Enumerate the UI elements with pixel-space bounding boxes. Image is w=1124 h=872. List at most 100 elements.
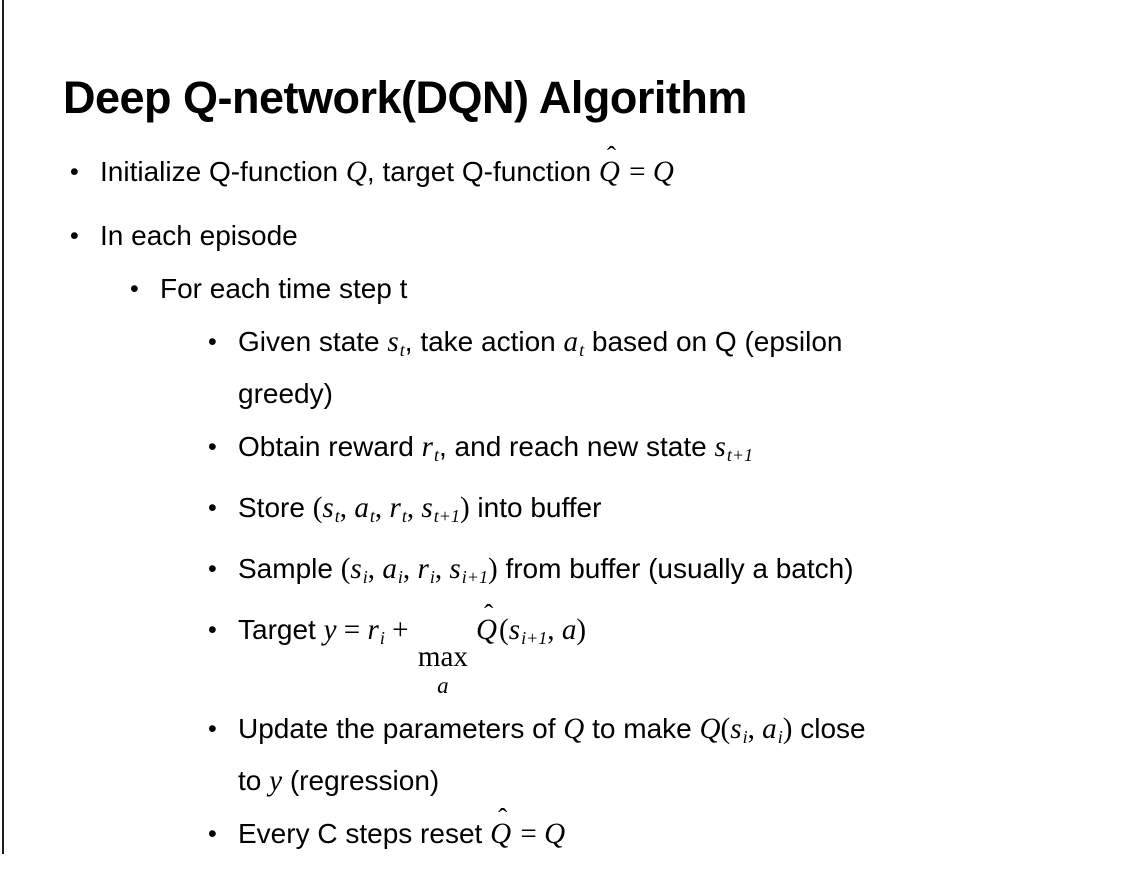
math-punct: , — [547, 614, 562, 647]
math-var-sub: ri — [417, 553, 435, 588]
text: to make — [584, 712, 700, 744]
text: , target Q-function — [366, 156, 599, 187]
bullet-dot: • — [130, 275, 139, 303]
list-item: •Sample (si, ai, ri, si+1) from buffer (… — [208, 547, 1095, 599]
list-item: • Given state st, take action at based on… — [208, 320, 1095, 416]
math-punct: , — [747, 712, 763, 745]
bullet-text: Update the parameters of Q to make Q(si,… — [238, 707, 1095, 803]
text: For each time step t — [160, 273, 408, 304]
slide-title: Deep Q-network(DQN) Algorithm — [63, 72, 747, 124]
math-var: Q — [652, 156, 674, 188]
list-item: •In each episode — [70, 214, 1095, 258]
math-punct: , — [434, 553, 450, 586]
math-var-sub: st — [387, 326, 405, 361]
math-var: Q — [475, 614, 498, 647]
math-punct: , — [406, 492, 422, 525]
math-punct: , — [402, 553, 418, 586]
text: Every C steps reset — [238, 817, 491, 849]
math-subscript: t+1 — [433, 506, 460, 527]
text: close — [792, 712, 866, 744]
operator-under: a — [437, 672, 449, 698]
math-subscript: t+1 — [726, 445, 754, 466]
text: (regression) — [282, 764, 440, 796]
bullet-dot: • — [70, 158, 79, 186]
math-punct: = — [513, 817, 545, 850]
math-punct: + — [384, 614, 416, 647]
math-punct: ) — [459, 492, 470, 525]
list-item: • Store (st, at, rt, st+1) into buffer — [208, 486, 1095, 538]
math-var: y — [269, 764, 283, 797]
bullet-text: Store (st, at, rt, st+1) into buffer — [238, 486, 1095, 538]
text: to — [238, 764, 270, 796]
text: greedy) — [238, 378, 333, 410]
bullet-text: Given state st, take action at based on … — [238, 320, 1095, 416]
math-var-sub: si — [730, 712, 748, 747]
math-punct: , — [339, 492, 355, 525]
bullet-dot: • — [208, 328, 217, 356]
math-punct: ) — [487, 553, 498, 586]
text: into buffer — [469, 492, 602, 524]
bullet-dot: • — [208, 494, 217, 523]
math-subscript: i — [379, 628, 385, 649]
slide-left-border-line — [2, 0, 4, 854]
text: , take action — [404, 326, 564, 357]
hat-accent: ˆ — [483, 597, 494, 629]
math-punct: = — [336, 614, 368, 647]
math-subscript: t — [334, 506, 340, 527]
hat-accent: ˆ — [498, 801, 508, 833]
math-subscript: t — [399, 340, 405, 361]
math-punct: , — [367, 553, 383, 586]
hat-accent: ˆ — [606, 139, 617, 171]
math-var-sub: ri — [367, 614, 385, 649]
text: Target — [238, 614, 324, 646]
text: Store — [238, 492, 313, 524]
math-var: Q — [544, 817, 566, 850]
list-item: • For each time step t — [130, 267, 1095, 311]
list-item: • Update the parameters of Q to make Q(si… — [208, 707, 1095, 803]
math-var-sub: si — [350, 553, 368, 588]
math-var-sub: rt — [389, 492, 407, 527]
bullet-text: Obtain reward rt, and reach new state st… — [238, 425, 1095, 477]
math-var-sub: st — [322, 492, 340, 527]
math-subscript: t — [579, 340, 585, 361]
math-var: Q — [345, 156, 367, 188]
text: Sample — [238, 553, 341, 585]
math-punct: ( — [312, 492, 323, 525]
math-subscript: t — [433, 445, 439, 466]
math-var-sub: si+1 — [449, 553, 488, 588]
text: Initialize Q-function — [100, 156, 346, 187]
math-var-sub: st+1 — [421, 492, 460, 527]
math-subscript: t — [401, 506, 407, 527]
list-item: •Obtain reward rt, and reach new state s… — [208, 425, 1095, 477]
math-subscript: i — [777, 726, 783, 747]
text: In each episode — [100, 220, 298, 251]
math-var-sub: ai — [762, 712, 783, 747]
text: Obtain reward — [238, 431, 422, 463]
text: Given state — [238, 326, 388, 357]
math-punct: , — [374, 492, 390, 525]
math-var: Q — [490, 817, 512, 850]
text: , and reach new state — [439, 431, 715, 463]
math-subscript: i+1 — [521, 628, 548, 649]
bullet-dot: • — [208, 714, 217, 743]
math-var: Q — [563, 712, 585, 745]
math-var-sub: at — [354, 492, 375, 527]
math-var: Q — [699, 712, 721, 745]
list-item: •Initialize Q-function Q, target Q-funct… — [70, 142, 1095, 194]
math-punct: ) — [782, 712, 793, 745]
text: based on Q (epsilon — [584, 326, 843, 357]
math-punct: = — [621, 156, 653, 188]
math-punct: ( — [499, 614, 509, 647]
bullet-text: In each episode — [100, 214, 1095, 258]
bullet-text: Sample (si, ai, ri, si+1) from buffer (u… — [238, 547, 1095, 599]
bullet-text: For each time step t — [160, 267, 1095, 311]
math-subscript: i+1 — [461, 567, 488, 588]
math-subscript: i — [362, 567, 368, 588]
text: from buffer (usually a batch) — [497, 553, 854, 585]
math-var-sub: st+1 — [714, 431, 754, 466]
